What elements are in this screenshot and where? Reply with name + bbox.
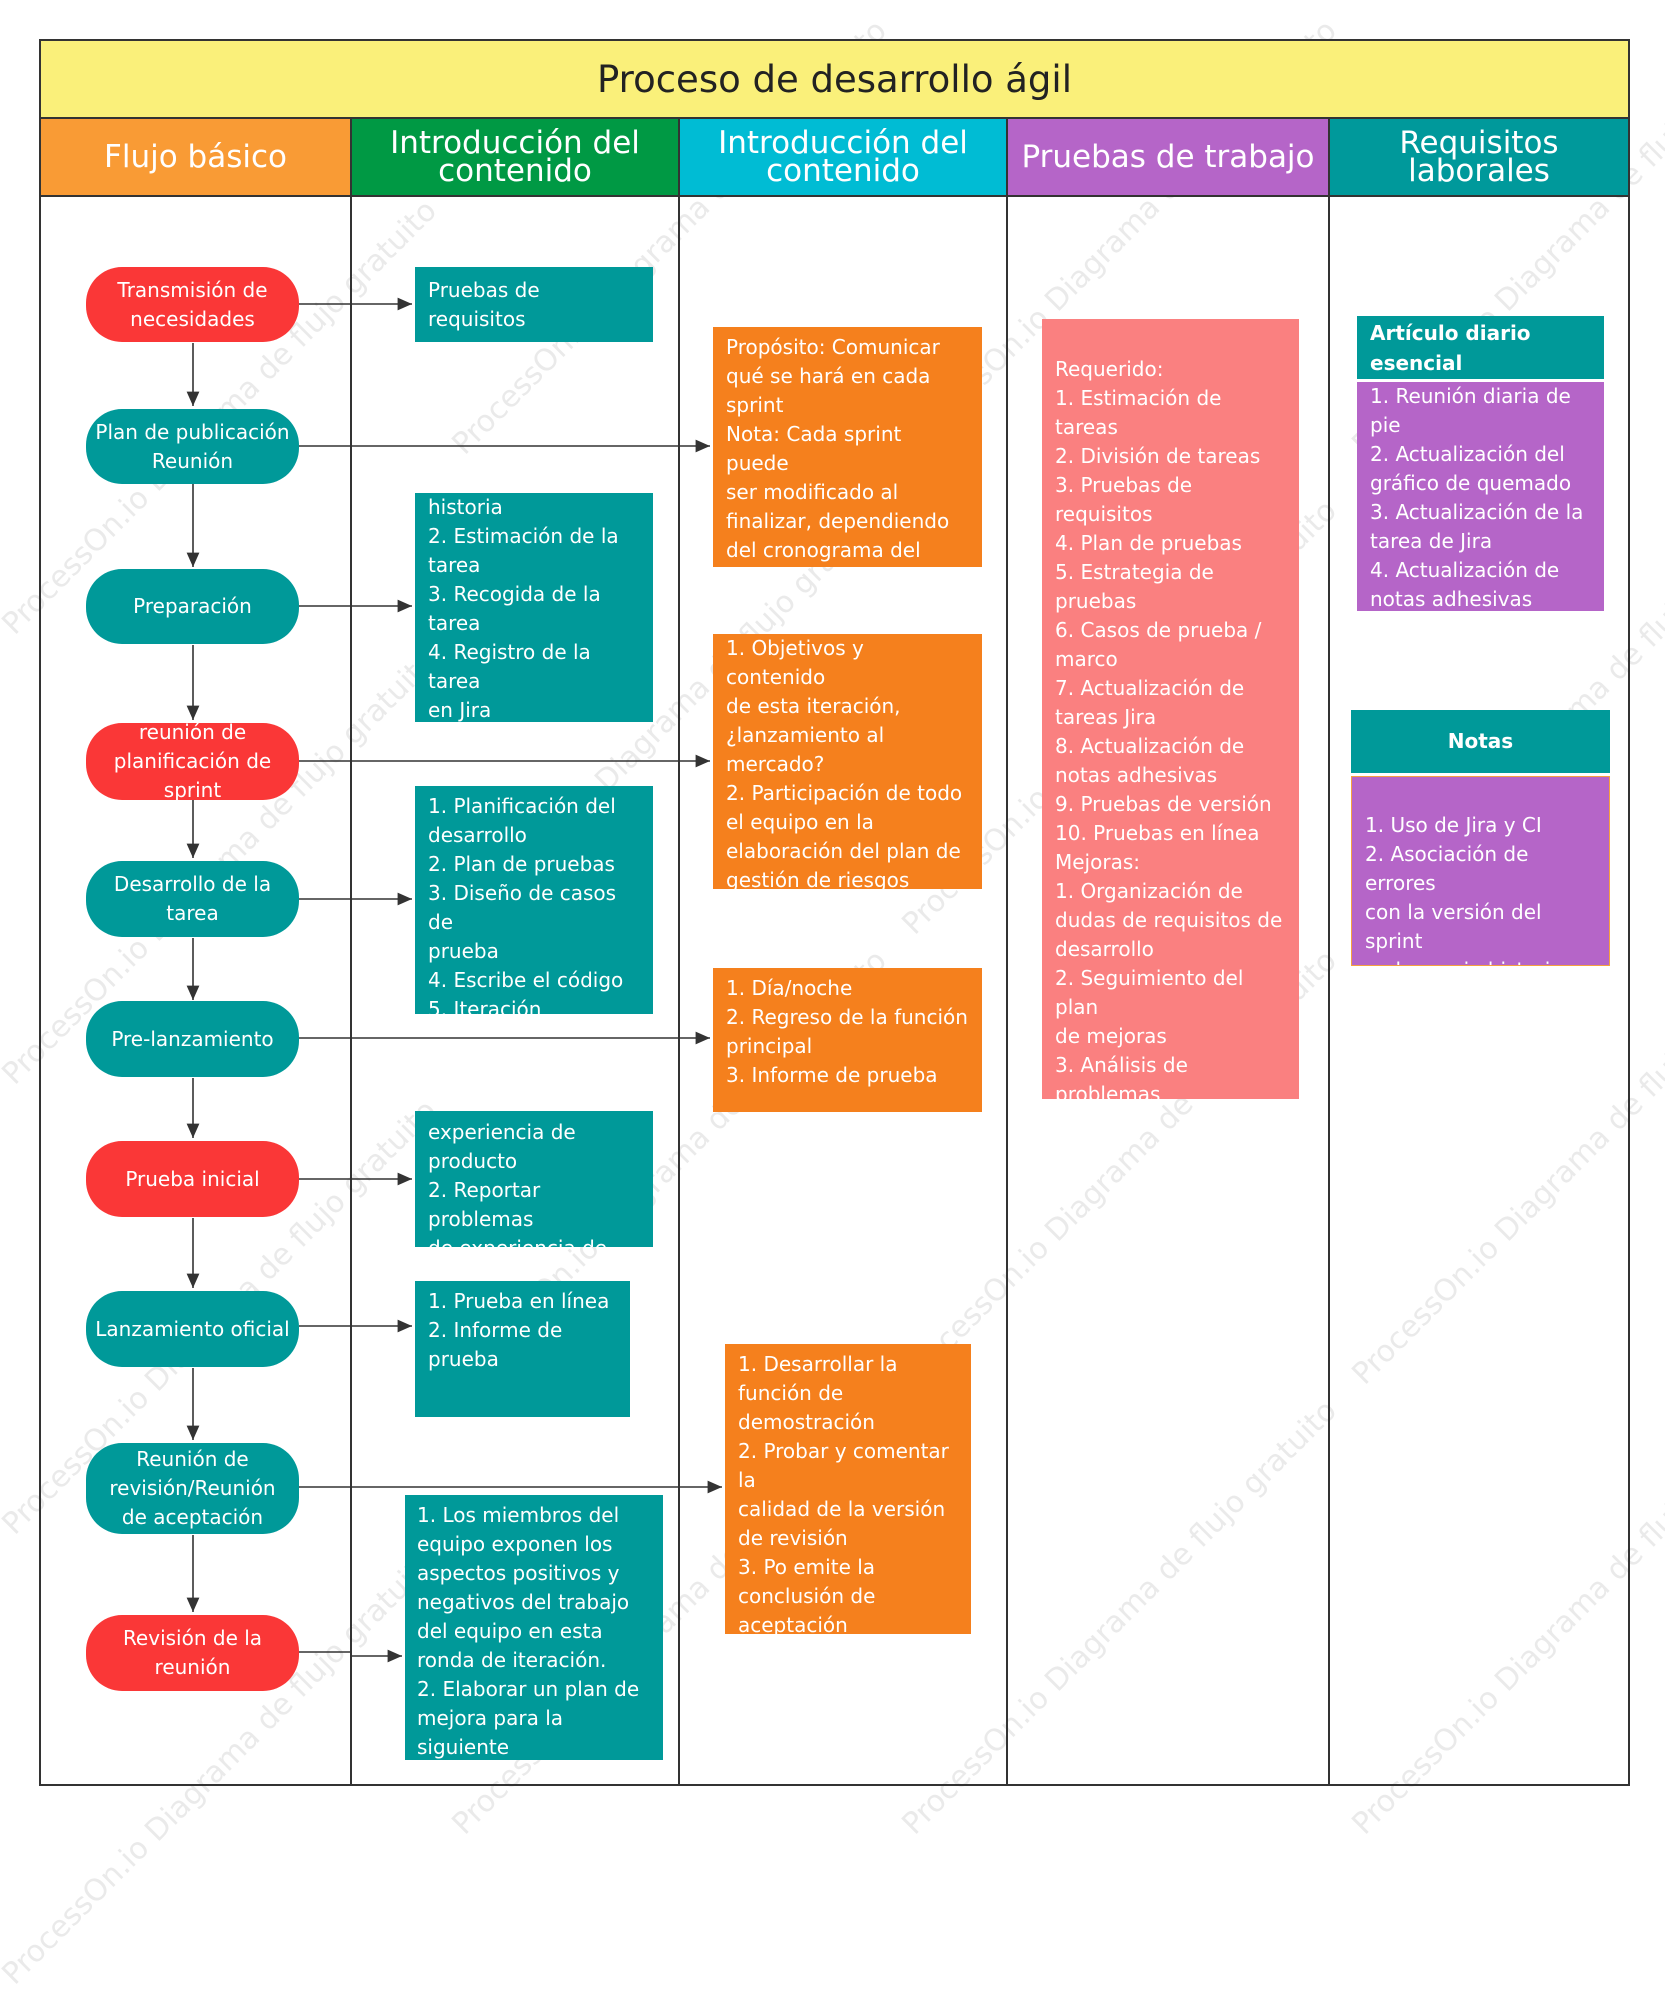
content-box-preparacion: historia 2. Estimación de la tarea 3. Re… <box>415 493 653 722</box>
content-box-pruebas-requisitos: Pruebas de requisitos <box>415 267 653 342</box>
divider <box>1357 379 1604 382</box>
flow-step-label: Transmisión de necesidades <box>117 277 268 331</box>
flow-step-desarrollo-tarea[interactable]: Desarrollo de la tarea <box>86 861 299 937</box>
flow-step-preparacion[interactable]: Preparación <box>86 569 299 644</box>
content-box-prueba-inicial: 1. Sistema de experiencia de producto 2.… <box>415 1111 653 1247</box>
flow-step-revision-reunion[interactable]: Revisión de la reunión <box>86 1615 299 1691</box>
column-header-contenido-2: Introducción del contenido <box>678 119 1008 197</box>
content-box-retrospectiva: 1. Los miembros del equipo exponen los a… <box>405 1495 663 1760</box>
flow-step-label: Desarrollo de la tarea <box>113 872 272 925</box>
lane-requisitos <box>1328 197 1630 1786</box>
flow-step-pre-lanzamiento[interactable]: Pre-lanzamiento <box>86 1001 299 1077</box>
flow-step-label: reunión de planificación de sprint <box>113 723 272 800</box>
daily-essentials-body: 1. Reunión diaria de pie 2. Actualizació… <box>1357 382 1604 611</box>
notes-body: 1. Uso de Jira y CI 2. Asociación de err… <box>1351 776 1610 966</box>
content-box-lanzamiento: 1. Prueba en línea 2. Informe de prueba <box>415 1281 630 1417</box>
content-box-desarrollo: 1. Planificación del desarrollo 2. Plan … <box>415 786 653 1014</box>
column-header-requisitos: Requisitos laborales <box>1328 119 1630 197</box>
content-box-planificacion-sprint: 1. Objetivos y contenido de esta iteraci… <box>713 634 982 889</box>
flow-step-reunion-revision[interactable]: Reunión de revisión/Reunión de aceptació… <box>86 1443 299 1534</box>
divider <box>1351 773 1610 776</box>
connector-layer <box>186 297 722 1663</box>
flow-step-label: Lanzamiento oficial <box>95 1316 290 1341</box>
diagram-title: Proceso de desarrollo ágil <box>39 39 1630 119</box>
flow-step-plan-publicacion[interactable]: Plan de publicación Reunión <box>86 409 299 484</box>
flow-step-label: Prueba inicial <box>125 1166 260 1191</box>
content-box-pre-lanzamiento: 1. Día/noche 2. Regreso de la función pr… <box>713 968 982 1112</box>
column-header-pruebas: Pruebas de trabajo <box>1006 119 1330 197</box>
flow-step-label: Reunión de revisión/Reunión de aceptació… <box>109 1447 276 1529</box>
flow-connector <box>299 1649 402 1663</box>
column-header-flujo-basico: Flujo básico <box>39 119 352 197</box>
content-box-text: 1. Sistema de experiencia de producto 2.… <box>428 1111 607 1247</box>
content-box-plan-publicacion: Propósito: Comunicar qué se hará en cada… <box>713 327 982 567</box>
flow-step-transmision[interactable]: Transmisión de necesidades <box>86 267 299 342</box>
content-box-revision: 1. Desarrollar la función de demostració… <box>725 1344 971 1634</box>
flow-step-lanzamiento-oficial[interactable]: Lanzamiento oficial <box>86 1291 299 1367</box>
flow-step-label: Plan de publicación Reunión <box>95 419 290 473</box>
notes-header: Notas <box>1351 710 1610 773</box>
flow-step-label: Preparación <box>133 594 252 618</box>
flow-step-prueba-inicial[interactable]: Prueba inicial <box>86 1141 299 1217</box>
content-box-pruebas-trabajo: Requerido: 1. Estimación de tareas 2. Di… <box>1042 319 1299 1099</box>
flow-step-label: Revisión de la reunión <box>122 1626 263 1679</box>
flow-step-label: Pre-lanzamiento <box>111 1026 274 1051</box>
daily-essentials-header: Artículo diario esencial <box>1357 316 1604 379</box>
flow-step-planificacion-sprint[interactable]: reunión de planificación de sprint <box>86 723 299 800</box>
